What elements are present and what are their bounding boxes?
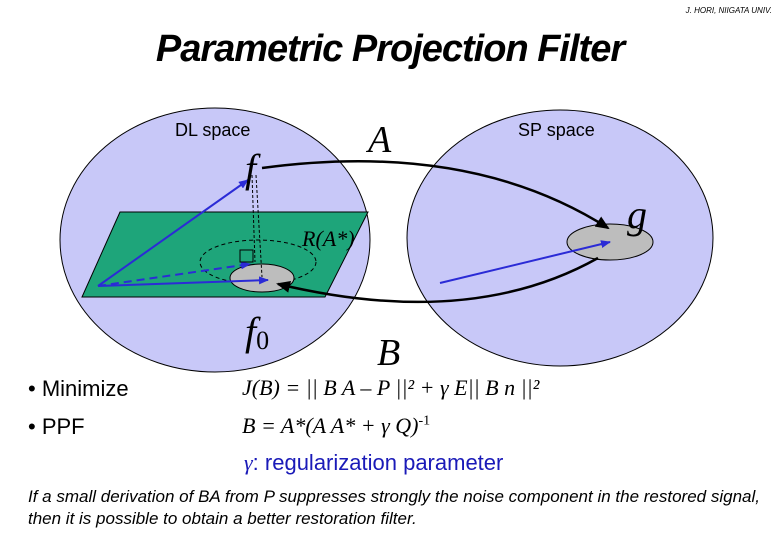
page-title: Parametric Projection Filter — [155, 28, 625, 70]
vector-g-label: g — [627, 192, 647, 237]
f0-blob — [229, 263, 295, 293]
vector-f — [97, 179, 249, 287]
range-plane — [81, 211, 369, 298]
sp-space-label: SP space — [518, 120, 595, 140]
drop-line-2 — [255, 174, 263, 278]
right-angle-marker — [239, 249, 254, 263]
author-credit: J. HORI, NIIGATA UNIV. — [685, 6, 772, 15]
dl-space-label: DL space — [175, 120, 250, 140]
operator-b-arc — [276, 256, 599, 304]
formula-minimize: J(B) = || B A – P ||² + γ E|| B n ||² — [242, 375, 540, 400]
operator-b-label: B — [377, 332, 400, 374]
gamma-note: γ: regularization parameter — [244, 450, 503, 476]
vector-g — [439, 240, 611, 284]
formula-ppf-body: B = A*(A A* + γ Q) — [242, 413, 419, 438]
formula-ppf: B = A*(A A* + γ Q)-1 — [242, 413, 430, 439]
sp-space-ellipse — [406, 109, 714, 367]
bullet-ppf: • PPF — [28, 414, 85, 439]
drop-line-1 — [251, 174, 256, 263]
gamma-text: : regularization parameter — [252, 450, 504, 475]
bullet-minimize: • Minimize — [28, 376, 129, 401]
range-label: R(A*) — [301, 226, 355, 251]
gamma-symbol: γ — [244, 450, 253, 475]
operator-a-label: A — [365, 119, 392, 161]
formula-ppf-superscript: -1 — [418, 413, 431, 429]
operator-a-arc — [261, 160, 610, 230]
vector-f0-subscript: 0 — [256, 326, 269, 355]
footnote: If a small derivation of BA from P suppr… — [28, 487, 760, 528]
vector-f0 — [97, 276, 269, 287]
